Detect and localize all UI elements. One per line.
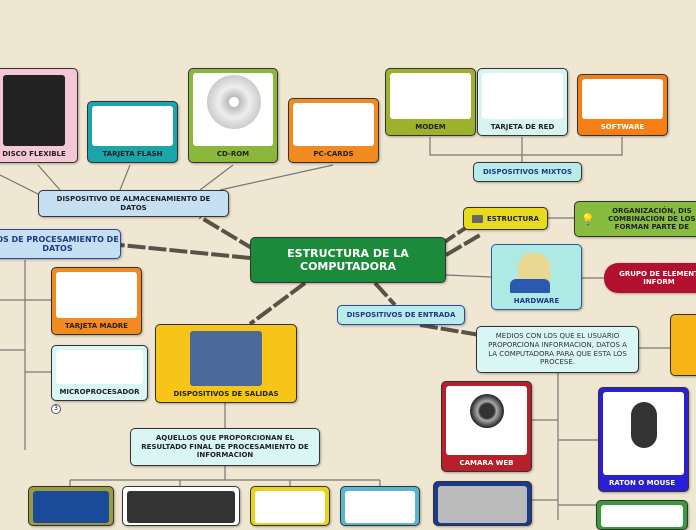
node-pc-cards[interactable]: PC-CARDS xyxy=(288,98,379,163)
node-software[interactable]: SOFTWARE xyxy=(577,74,668,136)
monitor-icon xyxy=(471,214,483,223)
count-badge[interactable]: 3 xyxy=(51,404,61,414)
printer-image xyxy=(255,491,325,523)
flash-card-image xyxy=(92,106,173,146)
node-output-2[interactable] xyxy=(122,486,240,526)
node-output-4[interactable] xyxy=(340,486,420,526)
hardware-character-image xyxy=(496,249,577,293)
node-output-3[interactable] xyxy=(250,486,330,526)
network-card-image xyxy=(482,73,563,119)
central-topic[interactable]: ESTRUCTURA DE LA COMPUTADORA xyxy=(250,237,446,283)
node-camara-web[interactable]: CAMARA WEB xyxy=(441,381,532,472)
node-modem[interactable]: MODEM xyxy=(385,68,476,136)
node-dispositivos-entrada[interactable]: DISPOSITIVOS DE ENTRADA xyxy=(337,305,465,325)
monitor-image xyxy=(33,491,109,523)
node-estructura[interactable]: ESTRUCTURA xyxy=(463,207,548,230)
cd-image xyxy=(193,73,273,146)
webcam-image xyxy=(446,386,527,455)
node-tarjeta-madre[interactable]: TARJETA MADRE xyxy=(51,267,142,335)
output-character-image xyxy=(190,331,262,386)
node-hardware[interactable]: HARDWARE xyxy=(491,244,582,310)
node-output-1[interactable] xyxy=(28,486,114,526)
node-cd-rom[interactable]: CD-ROM xyxy=(188,68,278,163)
node-salidas-description[interactable]: AQUELLOS QUE PROPORCIONAN EL RESULTADO F… xyxy=(130,428,320,466)
tablet-image xyxy=(438,486,527,523)
node-raton[interactable]: RATON O MOUSE xyxy=(598,387,689,492)
node-microprocesador[interactable]: MICROPROCESADOR xyxy=(51,345,148,401)
node-organizacion[interactable]: 💡ORGANIZACIÓN, DIS COMBINACION DE LOS FO… xyxy=(574,201,696,237)
lightbulb-icon: 💡 xyxy=(581,212,595,226)
node-dispositivos-mixtos[interactable]: DISPOSITIVOS MIXTOS xyxy=(473,162,582,182)
node-procesamiento[interactable]: OS DE PROCESAMIENTO DE DATOS xyxy=(0,229,121,259)
software-image xyxy=(582,79,663,119)
node-tarjeta-flash[interactable]: TARJETA FLASH xyxy=(87,101,178,163)
node-tarjeta-de-red[interactable]: TARJETA DE RED xyxy=(477,68,568,136)
mouse-image xyxy=(603,392,684,475)
node-medios-description[interactable]: MEDIOS CON LOS QUE EL USUARIO PROPORCION… xyxy=(476,326,639,373)
node-grupo-elementos[interactable]: GRUPO DE ELEMENT INFORM xyxy=(604,263,696,293)
node-input-green[interactable] xyxy=(596,500,688,530)
node-almacenamiento[interactable]: DISPOSITIVO DE ALMACENAMIENTO DE DATOS xyxy=(38,190,229,217)
node-dispositivos-salidas[interactable]: DISPOSITIVOS DE SALIDAS xyxy=(155,324,297,403)
pc-card-image xyxy=(293,103,374,146)
floppy-disk-image xyxy=(3,75,65,146)
device-image xyxy=(345,491,415,523)
cpu-image xyxy=(56,350,143,384)
modem-image xyxy=(390,73,471,119)
motherboard-image xyxy=(56,272,137,318)
node-partial-orange[interactable] xyxy=(670,314,696,376)
input-device-image xyxy=(601,505,683,527)
node-disco-flexible[interactable]: DISCO FLEXIBLE xyxy=(0,68,78,163)
board-image xyxy=(127,491,235,523)
node-input-tablet[interactable] xyxy=(433,481,532,526)
